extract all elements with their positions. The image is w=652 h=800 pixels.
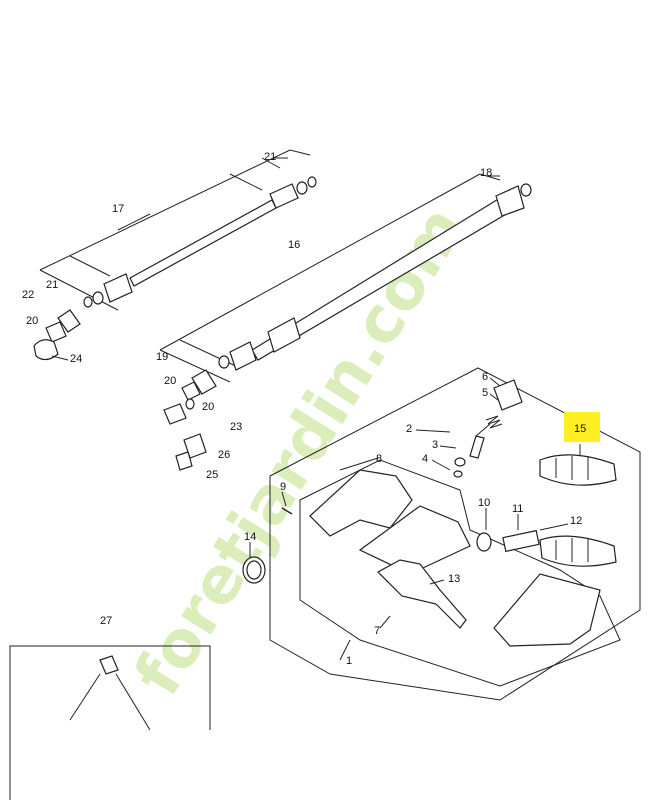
callout-8: 8 [376, 453, 382, 465]
callout-20-mid: 20 [164, 375, 176, 387]
callout-11: 11 [512, 503, 523, 515]
gun-kit-box [269, 367, 641, 701]
callout-12: 12 [570, 515, 582, 527]
lance-16 [159, 173, 532, 471]
lance-17 [33, 149, 317, 361]
callout-21-left: 21 [46, 279, 58, 291]
callout-26: 26 [218, 449, 230, 461]
ring-14 [242, 556, 266, 584]
callout-15-highlight [564, 412, 600, 442]
callout-13: 13 [448, 573, 460, 585]
callout-14: 14 [244, 531, 256, 543]
callout-27: 27 [100, 615, 112, 627]
callout-7: 7 [374, 625, 380, 637]
callout-23: 23 [230, 421, 242, 433]
callout-5: 5 [482, 387, 488, 399]
callouts: 21 17 18 16 21 22 20 24 19 20 20 23 26 2… [22, 151, 600, 667]
callout-3: 3 [432, 439, 438, 451]
callout-25: 25 [206, 469, 218, 481]
watermark: foretjardin.com [121, 194, 481, 708]
callout-2: 2 [406, 423, 412, 435]
callout-17: 17 [112, 203, 124, 215]
callout-15: 15 [574, 423, 586, 435]
callout-19: 19 [156, 351, 168, 363]
watermark-text: foretjardin.com [121, 194, 481, 708]
callout-22: 22 [22, 289, 34, 301]
callout-20-top: 20 [26, 315, 38, 327]
callout-6: 6 [482, 371, 488, 383]
grip-15 [539, 454, 617, 486]
callout-21-top: 21 [264, 151, 276, 163]
callout-4: 4 [422, 453, 428, 465]
callout-18: 18 [480, 167, 492, 179]
callout-20-low: 20 [202, 401, 214, 413]
callout-10: 10 [478, 497, 490, 509]
kit-27 [9, 645, 211, 800]
callout-9: 9 [280, 481, 286, 493]
callout-16: 16 [288, 239, 300, 251]
callout-24: 24 [70, 353, 82, 365]
callout-1: 1 [346, 655, 352, 667]
